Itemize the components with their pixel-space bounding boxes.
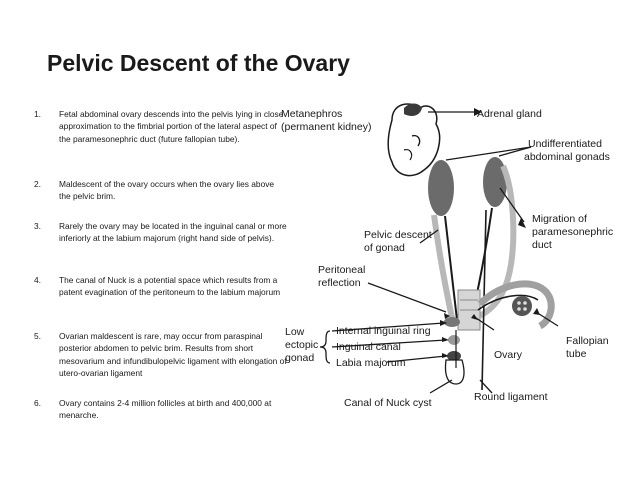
inguinal-canal-label: Inguinal canal xyxy=(336,341,401,353)
fallopian-sublabel: tube xyxy=(566,348,587,360)
item-text: Maldescent of the ovary occurs when the … xyxy=(59,179,275,202)
right-gonad xyxy=(483,157,507,207)
item-number: 2. xyxy=(34,179,41,189)
kidney-shape xyxy=(387,103,441,177)
item-number: 6. xyxy=(34,398,41,408)
internal-ring-label: Internal inguinal ring xyxy=(336,325,431,337)
ectopic-gonad-labia xyxy=(447,351,461,361)
item-number: 3. xyxy=(34,221,41,231)
migration-sublabel-2: duct xyxy=(532,239,552,251)
undifferentiated-sublabel: abdominal gonads xyxy=(524,151,610,163)
undifferentiated-label: Undifferentiated xyxy=(528,138,602,150)
ectopic-gonad-canal xyxy=(448,335,460,345)
adrenal-gland-label: Adrenal gland xyxy=(477,108,542,120)
metanephros-label: Metanephros xyxy=(281,108,342,120)
canal-of-nuck xyxy=(444,359,465,385)
item-number: 1. xyxy=(34,109,41,119)
item-text: Ovarian maldescent is rare, may occur fr… xyxy=(59,331,287,379)
right-ovary xyxy=(512,296,532,316)
pointer-lines xyxy=(319,111,559,394)
item-text: The canal of Nuck is a potential space w… xyxy=(59,275,281,298)
item-text: Rarely the ovary may be located in the i… xyxy=(59,221,287,244)
low-ectopic-label-2: ectopic xyxy=(285,339,318,351)
item-text: Fetal abdominal ovary descends into the … xyxy=(59,109,284,144)
pelvic-descent-sublabel: of gonad xyxy=(364,242,405,254)
left-descent-path xyxy=(444,215,458,321)
arrowheads xyxy=(440,108,540,358)
peritoneal-label: Peritoneal xyxy=(318,264,365,276)
nuck-cyst-label: Canal of Nuck cyst xyxy=(344,397,432,409)
left-gonad xyxy=(428,160,454,216)
round-ligament-label: Round ligament xyxy=(474,391,548,403)
migration-sublabel-1: paramesonephric xyxy=(532,226,613,238)
page-title: Pelvic Descent of the Ovary xyxy=(47,50,350,76)
migration-label: Migration of xyxy=(532,213,587,225)
item-text: Ovary contains 2-4 million follicles at … xyxy=(59,398,272,421)
item-number: 5. xyxy=(34,331,41,341)
peritoneal-sublabel: reflection xyxy=(318,277,361,289)
ectopic-gonad-ring xyxy=(444,317,460,327)
fallopian-label: Fallopian xyxy=(566,335,609,347)
item-number: 4. xyxy=(34,275,41,285)
metanephros-sublabel: (permanent kidney) xyxy=(281,121,371,133)
right-duct xyxy=(478,164,517,319)
ovary-label: Ovary xyxy=(494,349,523,361)
low-ectopic-label-3: gonad xyxy=(285,352,314,364)
low-ectopic-label-1: Low xyxy=(285,326,305,338)
labia-label: Labia majorum xyxy=(336,357,406,369)
pelvic-descent-label: Pelvic descent xyxy=(364,229,432,241)
fallopian-tube xyxy=(477,280,555,330)
left-duct xyxy=(431,214,455,319)
